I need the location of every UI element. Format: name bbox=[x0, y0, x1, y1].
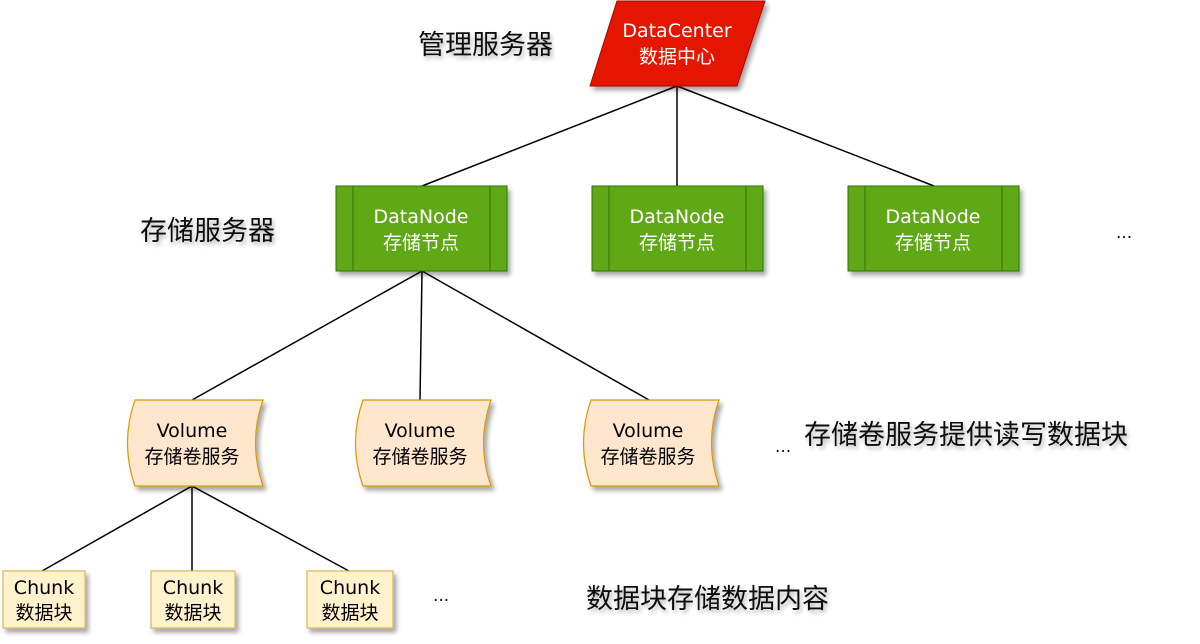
chunk-title: Chunk bbox=[320, 577, 380, 599]
datanode-title: DataNode bbox=[630, 206, 725, 228]
datacenter-node[interactable]: DataCenter 数据中心 bbox=[589, 0, 766, 87]
volume-3[interactable]: Volume 存储卷服务 bbox=[582, 399, 720, 487]
chunk-title: Chunk bbox=[163, 577, 223, 599]
datacenter-title: DataCenter bbox=[622, 20, 732, 42]
edge-datanode-volume-1 bbox=[191, 270, 423, 401]
ellipsis-volume: ... bbox=[775, 437, 791, 457]
edge-datacenter-datanode-3 bbox=[676, 85, 935, 187]
datanode-2[interactable]: DataNode 存储节点 bbox=[591, 185, 764, 272]
volume-title: Volume bbox=[157, 420, 228, 442]
edge-volume-chunk-1 bbox=[41, 485, 193, 572]
volume-subtitle: 存储卷服务 bbox=[600, 446, 695, 468]
datanode-title: DataNode bbox=[374, 206, 469, 228]
datanode-subtitle: 存储节点 bbox=[639, 232, 715, 254]
datanode-subtitle: 存储节点 bbox=[383, 232, 459, 254]
edge-volume-chunk-3 bbox=[191, 485, 350, 572]
volume-1[interactable]: Volume 存储卷服务 bbox=[126, 399, 264, 487]
volume-subtitle: 存储卷服务 bbox=[144, 446, 239, 468]
chunk-subtitle: 数据块 bbox=[321, 602, 378, 624]
label-management-server: 管理服务器 bbox=[418, 30, 553, 61]
label-storage-server: 存储服务器 bbox=[140, 216, 275, 247]
edge-datanode-volume-2 bbox=[419, 270, 423, 401]
edges bbox=[41, 85, 935, 572]
ellipsis-datanode: ... bbox=[1116, 223, 1132, 243]
volume-title: Volume bbox=[613, 420, 684, 442]
datanode-1[interactable]: DataNode 存储节点 bbox=[335, 185, 508, 272]
datanode-subtitle: 存储节点 bbox=[895, 232, 971, 254]
chunk-subtitle: 数据块 bbox=[15, 602, 72, 624]
datacenter-subtitle: 数据中心 bbox=[639, 46, 715, 68]
chunk-2[interactable]: Chunk 数据块 bbox=[150, 570, 236, 629]
chunk-3[interactable]: Chunk 数据块 bbox=[306, 570, 394, 629]
chunk-title: Chunk bbox=[14, 577, 74, 599]
volume-2[interactable]: Volume 存储卷服务 bbox=[354, 399, 492, 487]
ellipsis-chunk: ... bbox=[433, 586, 449, 606]
datanode-title: DataNode bbox=[886, 206, 981, 228]
label-chunk-description: 数据块存储数据内容 bbox=[586, 584, 829, 615]
datacenter-shape bbox=[589, 0, 766, 87]
label-volume-description: 存储卷服务提供读写数据块 bbox=[804, 420, 1128, 451]
chunk-1[interactable]: Chunk 数据块 bbox=[2, 570, 86, 629]
volume-subtitle: 存储卷服务 bbox=[372, 446, 467, 468]
datanode-3[interactable]: DataNode 存储节点 bbox=[847, 185, 1020, 272]
edge-datacenter-datanode-1 bbox=[421, 85, 678, 187]
chunk-subtitle: 数据块 bbox=[164, 602, 221, 624]
volume-title: Volume bbox=[385, 420, 456, 442]
edge-datanode-volume-3 bbox=[421, 270, 650, 401]
